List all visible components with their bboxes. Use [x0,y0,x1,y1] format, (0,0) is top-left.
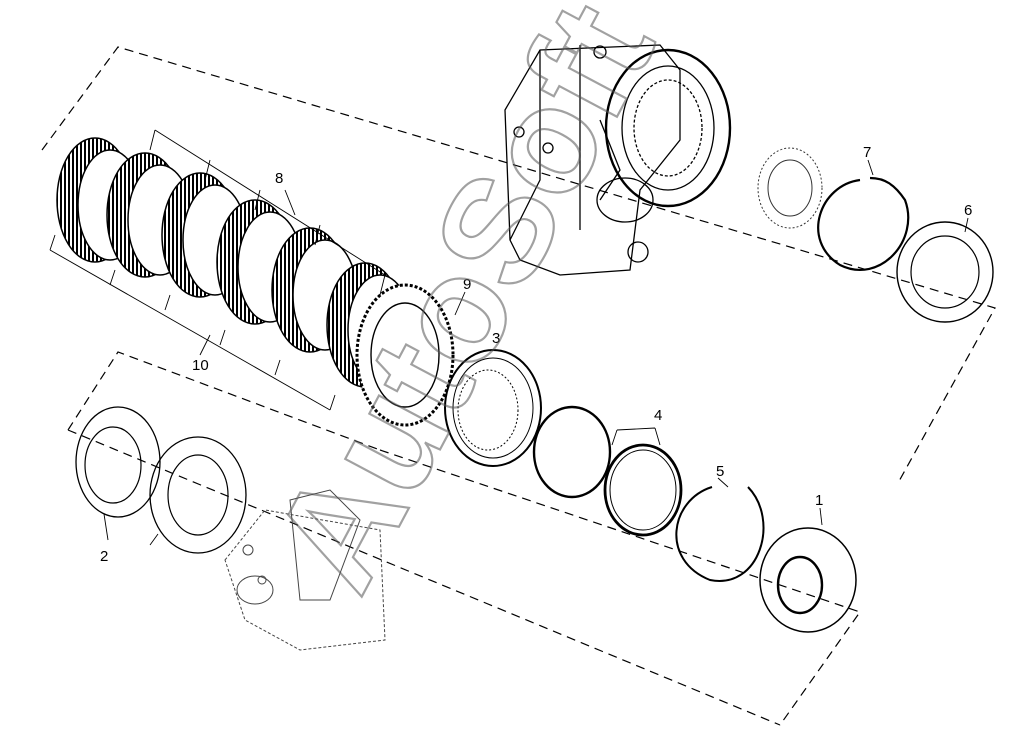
callout-8: 8 [275,170,283,187]
seal-rings-4 [532,405,683,537]
assembly-dashed-line-upper [41,46,996,484]
clutch-disc-pack [56,137,455,427]
callout-5: 5 [716,463,724,480]
callout-7: 7 [863,144,871,161]
callout-4: 4 [654,407,662,424]
lower-housing [224,489,386,651]
callout-3: 3 [492,330,500,347]
snap-ring-5 [675,486,765,582]
callout-brackets [49,129,386,411]
washer-6 [896,221,994,323]
washers-2 [75,406,247,554]
assembly-dashed-line-lower [67,351,861,726]
transmission-housing [504,44,732,276]
callout-2: 2 [100,548,108,565]
callout-1: 1 [815,492,823,509]
piston-3 [444,349,542,467]
small-gear [757,147,823,229]
snap-ring-7 [817,176,910,271]
plate-1 [759,527,857,633]
callout-9: 9 [463,276,471,293]
callout-6: 6 [964,202,972,219]
callout-leaders [454,159,969,526]
callout-10: 10 [192,357,209,374]
